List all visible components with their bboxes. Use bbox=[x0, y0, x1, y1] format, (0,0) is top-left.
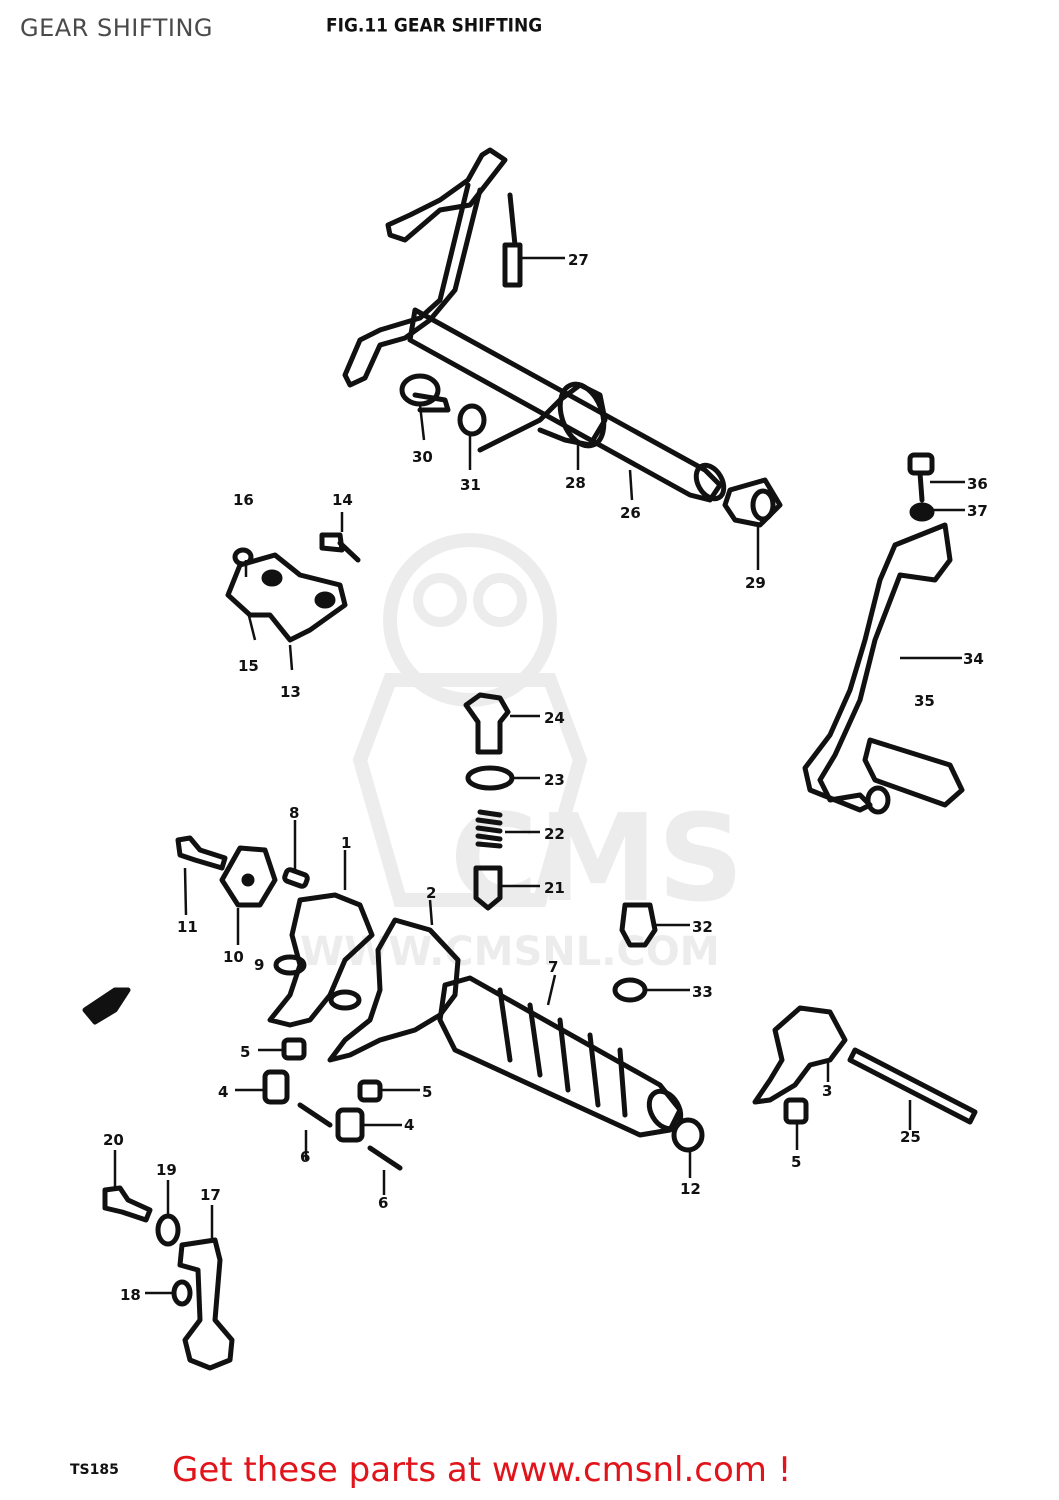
callout-15: 15 bbox=[238, 657, 259, 675]
callout-11: 11 bbox=[177, 918, 198, 936]
callout-36: 36 bbox=[967, 475, 988, 493]
callout-34: 34 bbox=[963, 650, 984, 668]
plug-24 bbox=[463, 692, 511, 755]
callout-16: 16 bbox=[233, 491, 254, 509]
watermark-url: WWW.CMSNL.COM bbox=[300, 929, 720, 975]
washer-23 bbox=[465, 765, 515, 791]
callout-4b: 4 bbox=[404, 1116, 414, 1134]
washer-19 bbox=[155, 1213, 181, 1247]
lever-bolt-36 bbox=[907, 452, 935, 476]
arm-17 bbox=[177, 1237, 235, 1371]
callout-12: 12 bbox=[680, 1180, 701, 1198]
shift-fork-2 bbox=[327, 917, 461, 1063]
gear-shift-shaft bbox=[407, 307, 723, 503]
roller-4a bbox=[262, 1069, 290, 1105]
callout-37: 37 bbox=[967, 502, 988, 520]
bolt-14 bbox=[319, 532, 361, 563]
callout-32: 32 bbox=[692, 918, 713, 936]
callout-28: 28 bbox=[565, 474, 586, 492]
get-parts-link[interactable]: Get these parts at www.cmsnl.com ! bbox=[172, 1450, 792, 1490]
callout-30: 30 bbox=[412, 448, 433, 466]
screw-6b bbox=[367, 1145, 403, 1171]
callout-4a: 4 bbox=[218, 1083, 228, 1101]
callout-21: 21 bbox=[544, 879, 565, 897]
callout-25: 25 bbox=[900, 1128, 921, 1146]
callout-24: 24 bbox=[544, 709, 565, 727]
callout-5a: 5 bbox=[240, 1043, 250, 1061]
fork-shaft-25 bbox=[847, 1047, 978, 1125]
callout-5b: 5 bbox=[422, 1083, 432, 1101]
gear-shift-cam bbox=[437, 975, 683, 1138]
cms-watermark: CMS WWW.CMSNL.COM bbox=[300, 533, 744, 975]
callout-17: 17 bbox=[200, 1186, 221, 1204]
washer-33 bbox=[612, 977, 648, 1003]
callout-14: 14 bbox=[332, 491, 353, 509]
bolt-20 bbox=[102, 1185, 153, 1223]
plug-12 bbox=[671, 1117, 705, 1153]
callout-6b: 6 bbox=[378, 1194, 388, 1212]
callout-23: 23 bbox=[544, 771, 565, 789]
pin-5a bbox=[281, 1037, 307, 1061]
stopper-plate bbox=[225, 552, 348, 643]
pin-21 bbox=[473, 865, 503, 911]
pin-8 bbox=[282, 867, 310, 889]
watermark-brand: CMS bbox=[450, 790, 744, 929]
callout-2: 2 bbox=[426, 884, 436, 902]
lever-rubber bbox=[862, 737, 965, 808]
model-label: TS185 bbox=[70, 1462, 119, 1478]
washer-31 bbox=[457, 403, 487, 437]
cam-plate-10 bbox=[219, 845, 278, 908]
bolt-27 bbox=[502, 192, 523, 288]
bolt-11 bbox=[175, 835, 228, 871]
callout-1: 1 bbox=[341, 834, 351, 852]
parts-drawing bbox=[82, 147, 978, 1371]
shift-shaft-arm bbox=[385, 147, 508, 243]
callout-9: 9 bbox=[254, 956, 264, 974]
nut-16 bbox=[232, 547, 254, 567]
callout-6a: 6 bbox=[300, 1148, 310, 1166]
shift-fork-1 bbox=[267, 892, 375, 1028]
callout-31: 31 bbox=[460, 476, 481, 494]
part-callouts: 1 2 3 4 4 5 5 5 6 6 7 8 9 10 11 12 13 14… bbox=[103, 251, 988, 1304]
gear-shift-lever bbox=[802, 522, 953, 813]
oil-seal-29 bbox=[722, 477, 783, 528]
neutral-switch-32 bbox=[619, 902, 658, 948]
callout-5c: 5 bbox=[791, 1153, 801, 1171]
callout-10: 10 bbox=[223, 948, 244, 966]
pin-5c bbox=[783, 1097, 809, 1125]
page-title: GEAR SHIFTING bbox=[20, 14, 214, 42]
callout-19: 19 bbox=[156, 1161, 177, 1179]
callout-13: 13 bbox=[280, 683, 301, 701]
bolt-30 bbox=[399, 373, 441, 407]
callout-26: 26 bbox=[620, 504, 641, 522]
pin-5b bbox=[357, 1079, 383, 1103]
callout-7: 7 bbox=[548, 958, 558, 976]
callout-35: 35 bbox=[914, 692, 935, 710]
callout-18: 18 bbox=[120, 1286, 141, 1304]
leader-lines bbox=[113, 256, 965, 1295]
callout-22: 22 bbox=[544, 825, 565, 843]
callout-20: 20 bbox=[103, 1131, 124, 1149]
callout-33: 33 bbox=[692, 983, 713, 1001]
spring-18 bbox=[171, 1279, 193, 1307]
roller-4b bbox=[335, 1107, 365, 1143]
shift-fork-3 bbox=[752, 1005, 848, 1105]
figure-title: FIG.11 GEAR SHIFTING bbox=[326, 15, 543, 37]
callout-3: 3 bbox=[822, 1082, 832, 1100]
spring-22 bbox=[475, 809, 503, 849]
callout-27: 27 bbox=[568, 251, 589, 269]
callout-8: 8 bbox=[289, 804, 299, 822]
callout-29: 29 bbox=[745, 574, 766, 592]
front-arrow-icon bbox=[82, 987, 131, 1025]
screw-6a bbox=[297, 1102, 333, 1128]
